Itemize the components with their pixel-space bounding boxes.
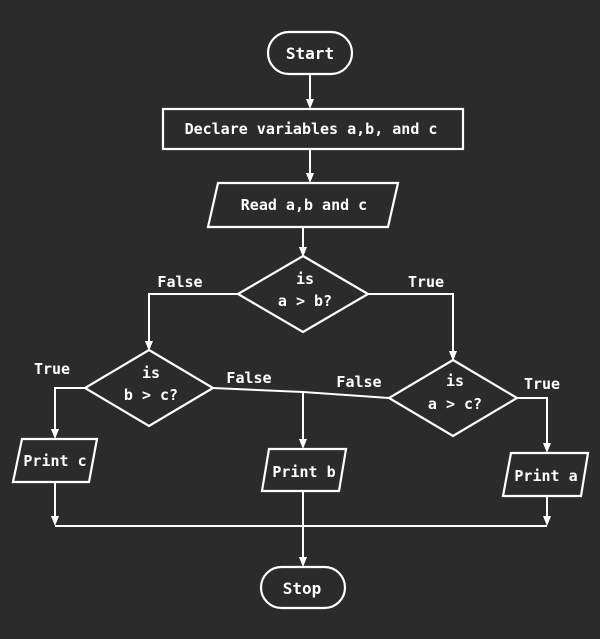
decision-bc-line2: b > c? — [124, 386, 178, 404]
decision-ab-line1: is — [296, 270, 314, 288]
branch-bc-true-label: True — [34, 360, 70, 378]
connector-ac-true — [517, 397, 551, 453]
print-c-label: Print c — [23, 452, 86, 470]
decision-ac-diamond — [386, 358, 520, 438]
decision-bc-diamond — [82, 348, 216, 428]
branch-ab-true-label: True — [408, 273, 444, 291]
print-a-output — [501, 451, 590, 498]
branch-ac-false-label: False — [336, 373, 381, 391]
read-input-box — [206, 181, 400, 229]
decision-ab-diamond — [235, 254, 371, 334]
decision-bc-line1: is — [142, 364, 160, 382]
print-b-label: Print b — [272, 463, 335, 481]
connector-bc-true — [51, 387, 85, 439]
connector-ac-false — [302, 391, 390, 399]
stop-terminal — [259, 565, 347, 610]
declare-label: Declare variables a,b, and c — [185, 120, 438, 138]
start-label: Start — [286, 44, 334, 63]
decision-ac-line2: a > c? — [428, 395, 482, 413]
stop-label: Stop — [283, 579, 322, 598]
connector-bc-false — [212, 387, 304, 393]
decision-ac-line1: is — [446, 372, 464, 390]
read-label: Read a,b and c — [241, 196, 367, 214]
connector-ab-false — [145, 293, 238, 351]
connector-ab-true — [368, 293, 457, 361]
print-b-output — [260, 447, 348, 493]
branch-ac-true-label: True — [524, 375, 560, 393]
declare-process-box — [161, 107, 465, 151]
branch-bc-false-label: False — [226, 369, 271, 387]
decision-ab-line2: a > b? — [278, 292, 332, 310]
branch-ab-false-label: False — [157, 273, 202, 291]
print-c-output — [11, 437, 99, 484]
print-a-label: Print a — [514, 467, 577, 485]
